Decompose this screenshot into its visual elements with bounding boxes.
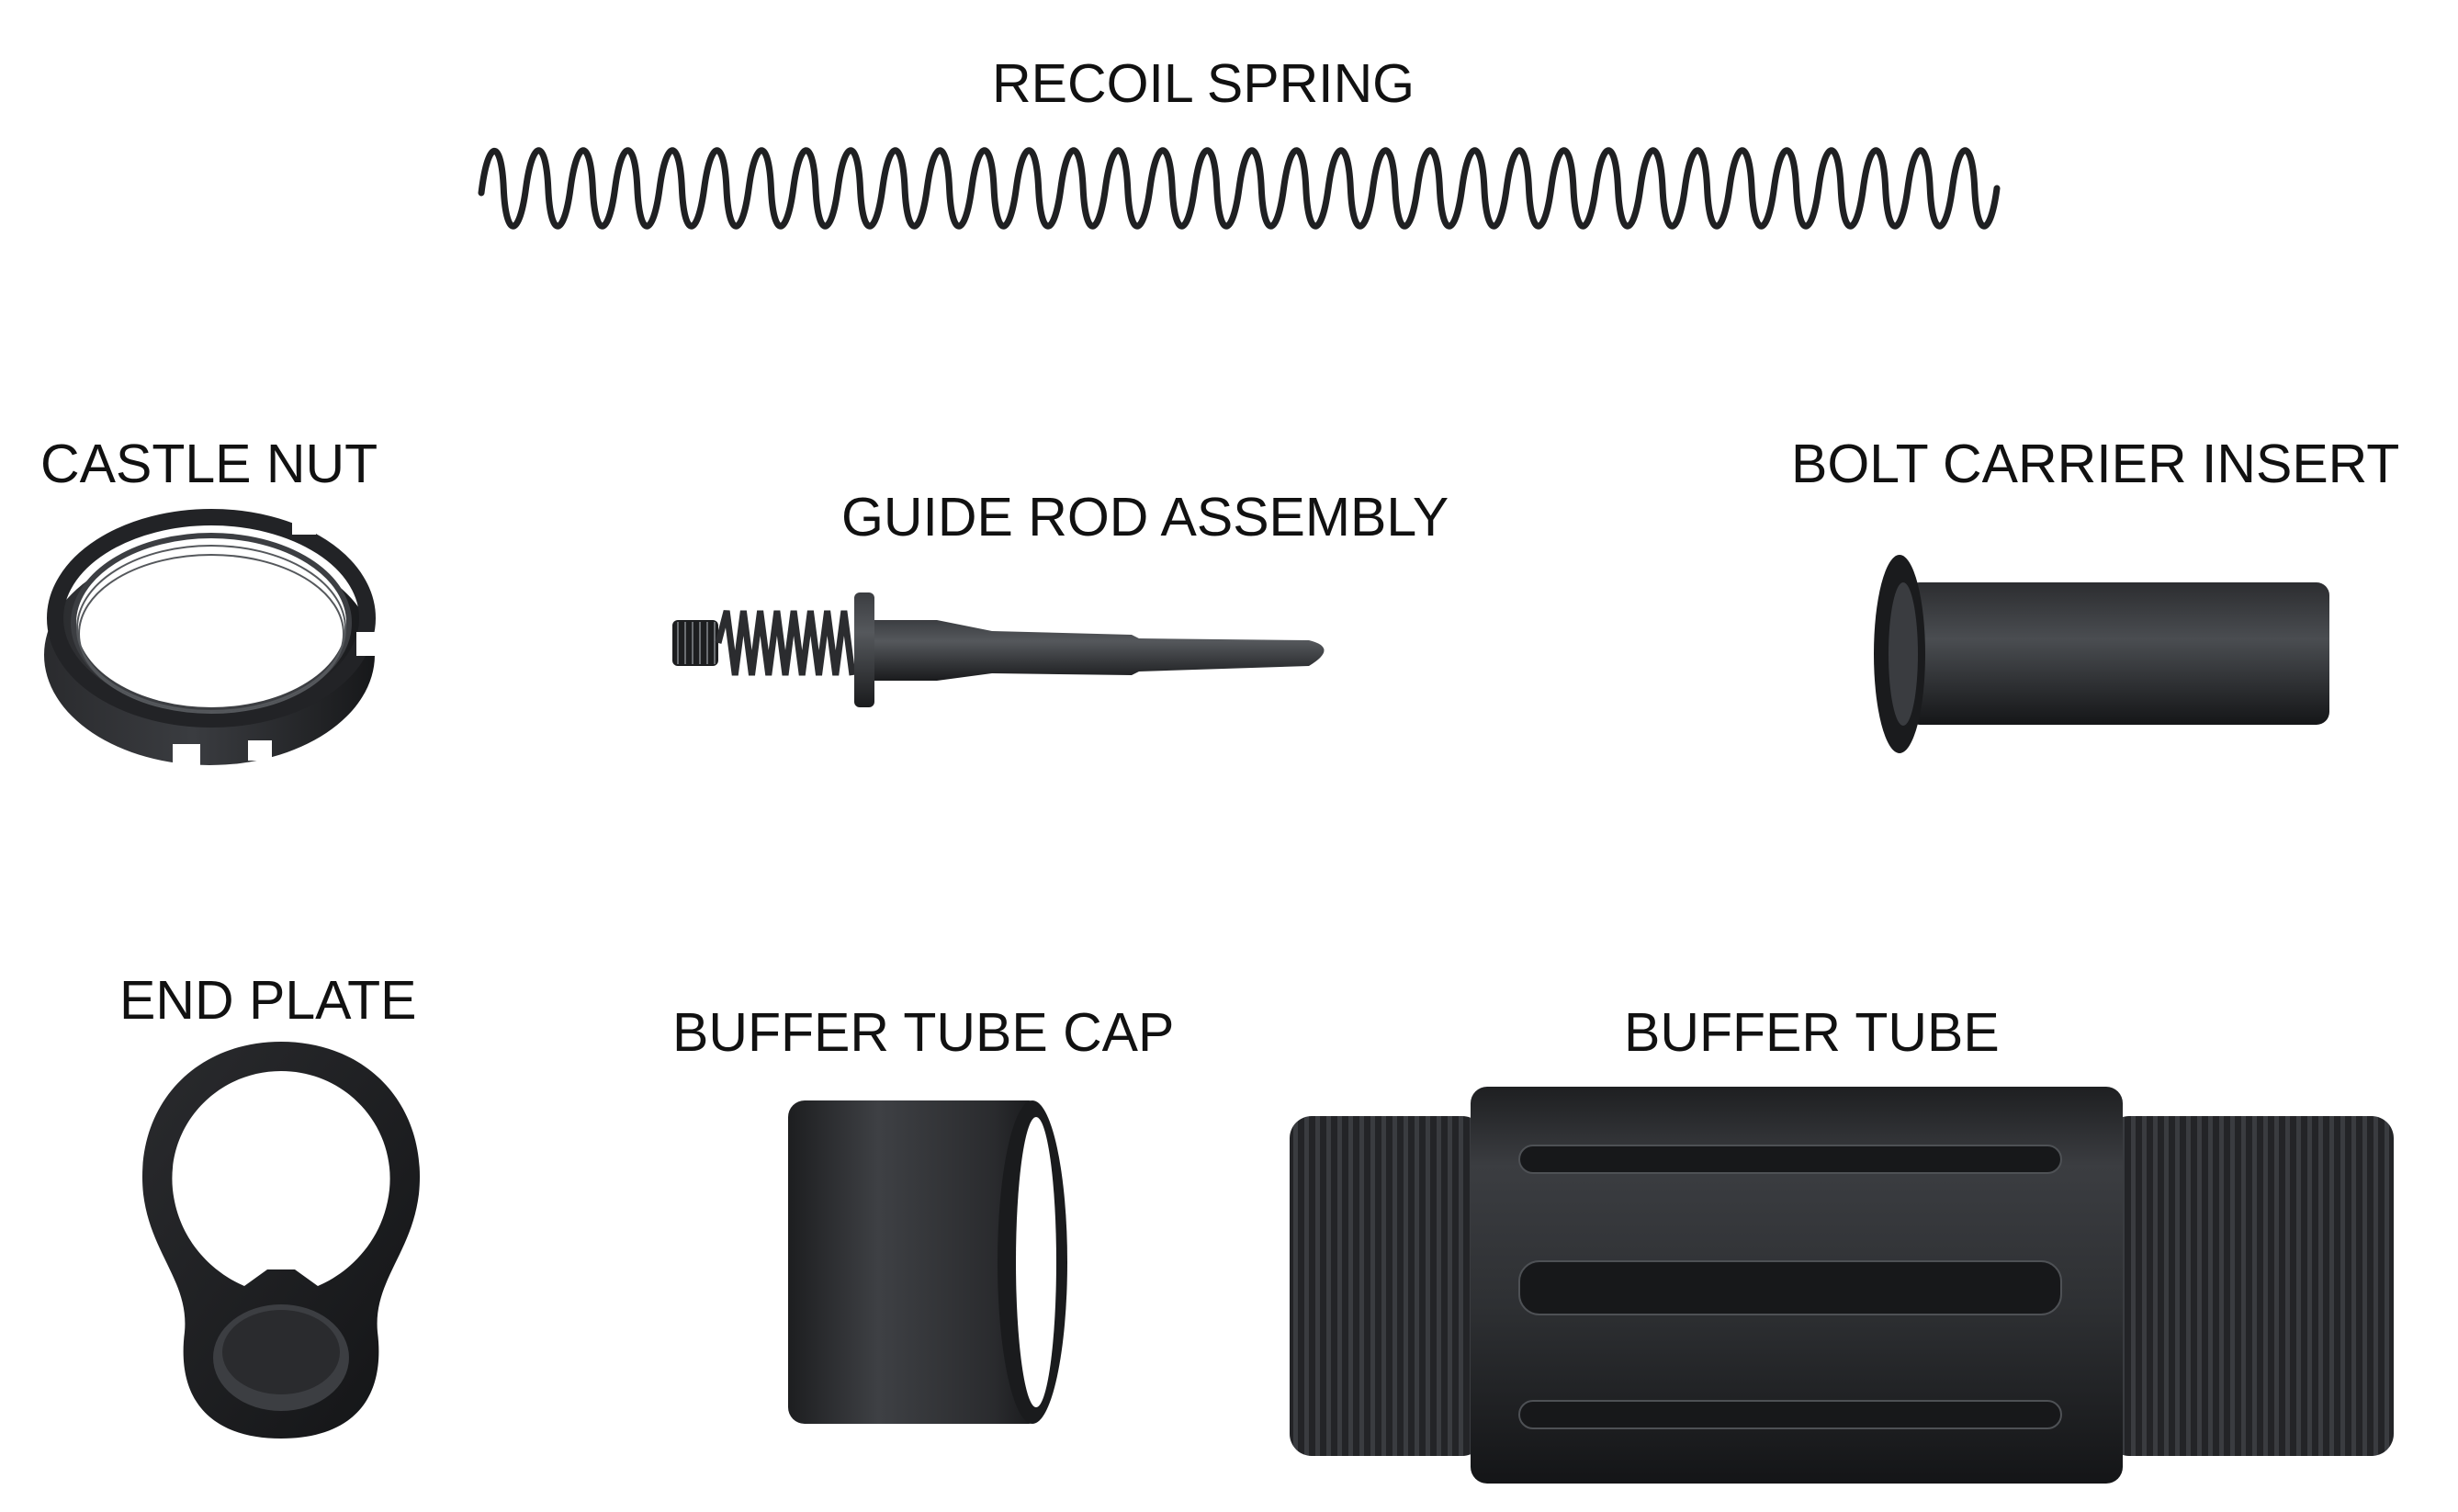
guide-rod-assembly-label: GUIDE ROD ASSEMBLY <box>841 487 1449 547</box>
end-plate-label: END PLATE <box>119 970 417 1031</box>
guide-rod-assembly-image <box>661 583 1635 712</box>
bolt-carrier-insert-image <box>1861 551 2339 762</box>
buffer-tube-cap-label: BUFFER TUBE CAP <box>672 1002 1175 1063</box>
buffer-tube-cap-image <box>777 1093 1071 1433</box>
end-plate-image <box>125 1038 437 1442</box>
buffer-tube-label: BUFFER TUBE <box>1624 1002 2000 1063</box>
buffer-tube-image <box>1282 1079 2403 1493</box>
recoil-spring-image <box>468 129 2012 248</box>
castle-nut-label: CASTLE NUT <box>40 434 378 494</box>
castle-nut-image <box>35 494 384 779</box>
recoil-spring-label: RECOIL SPRING <box>992 53 1415 114</box>
bolt-carrier-insert-label: BOLT CARRIER INSERT <box>1791 434 2400 494</box>
